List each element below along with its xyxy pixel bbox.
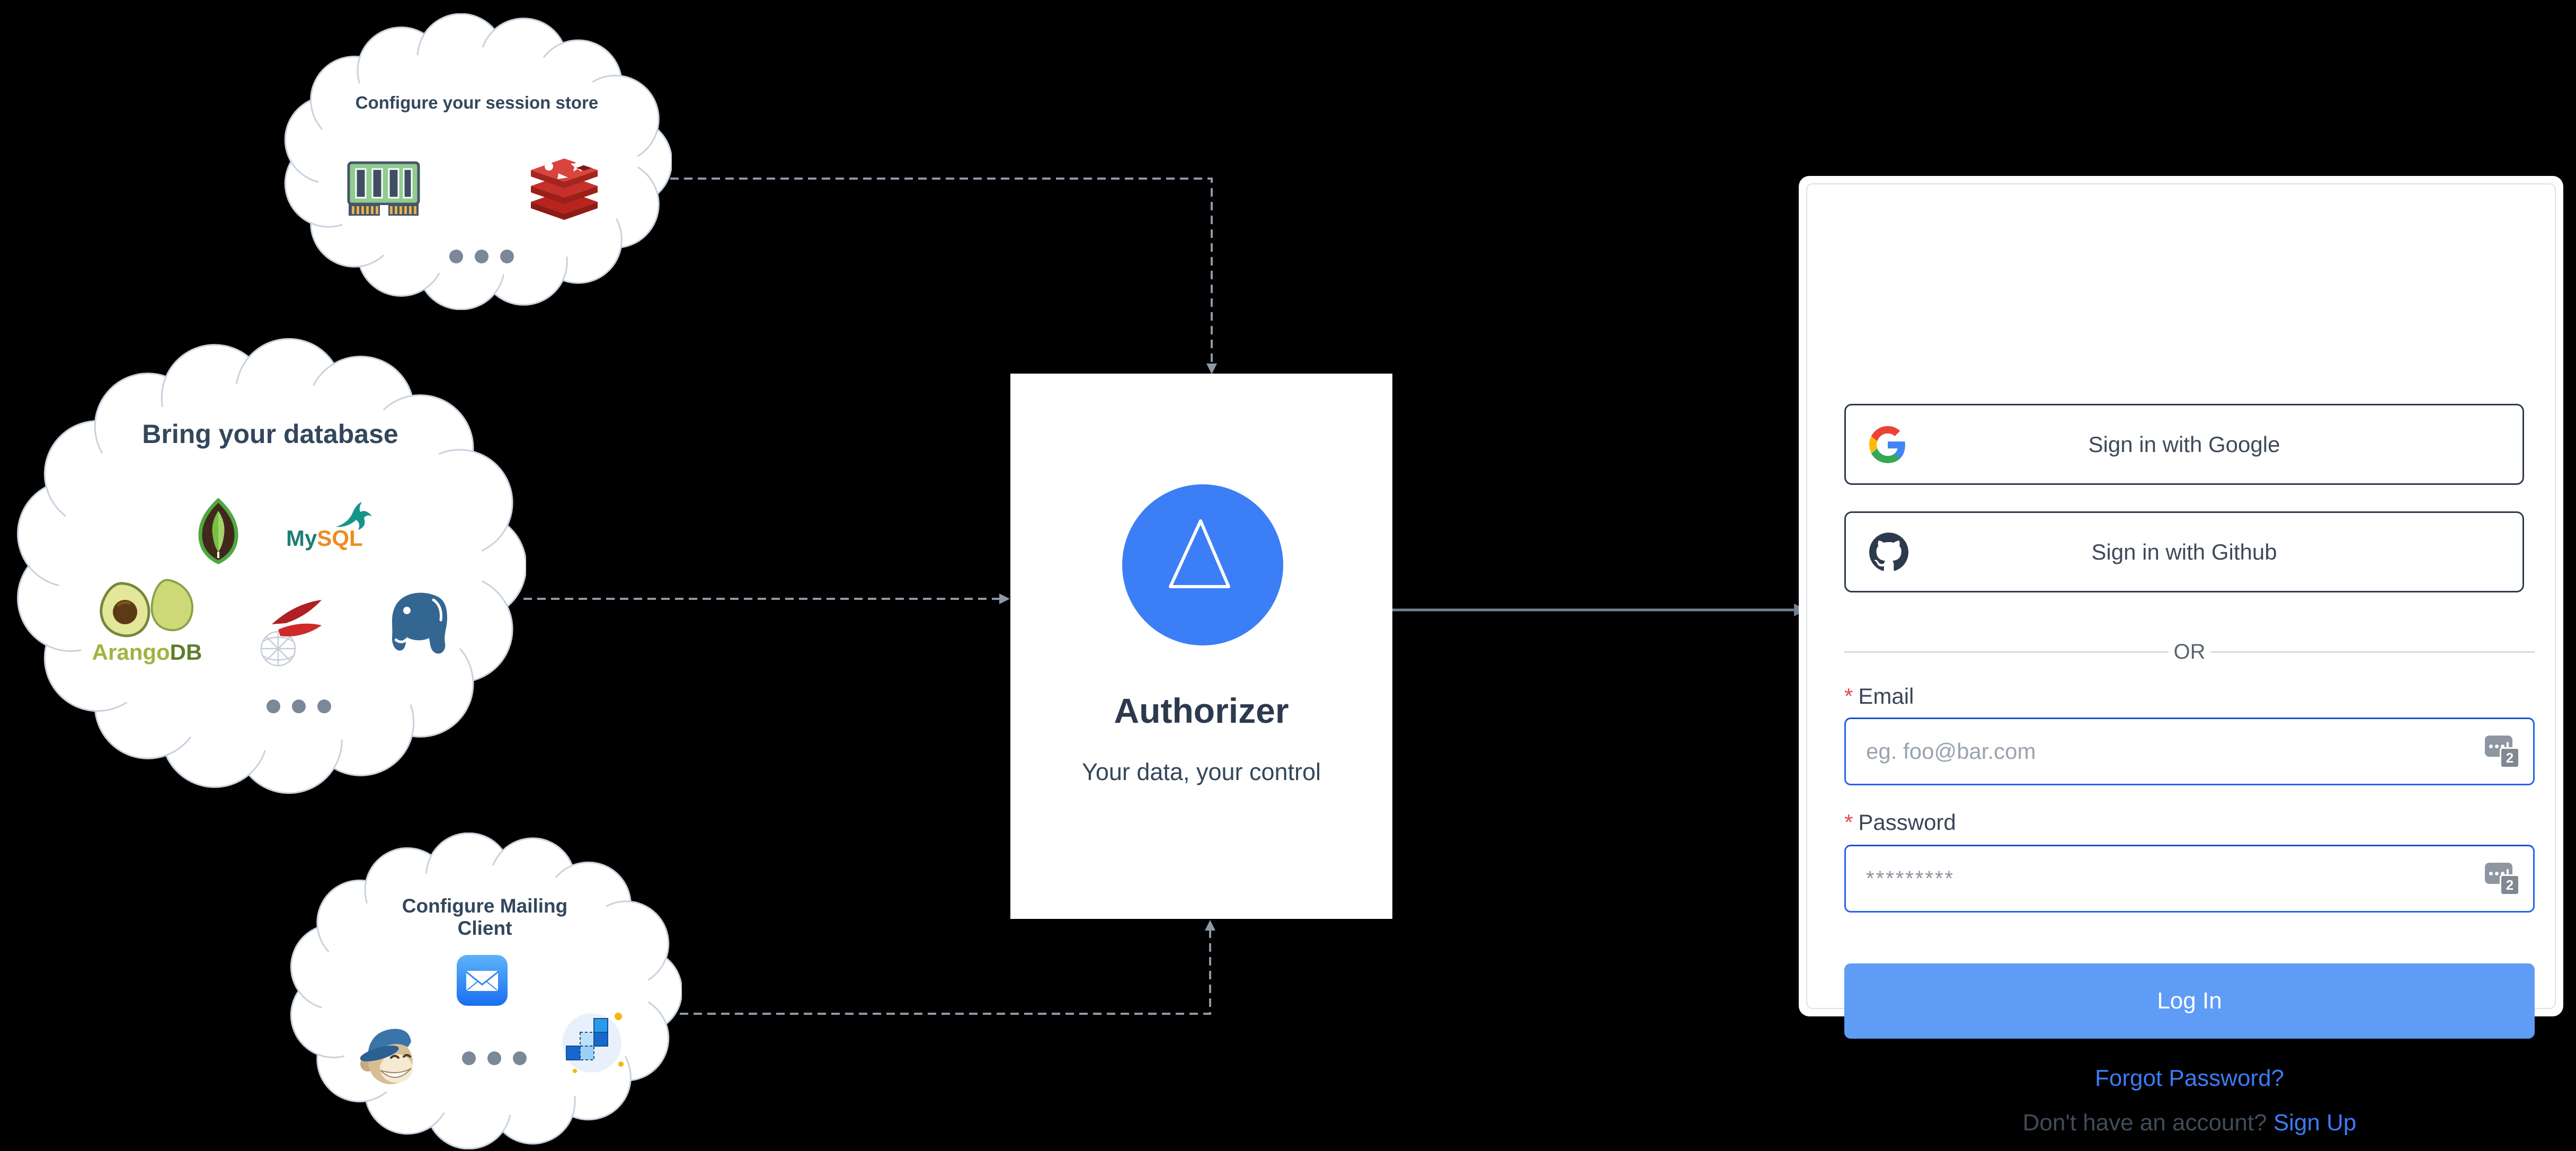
redis-icon: [531, 158, 598, 220]
extension-badge: 2: [2500, 747, 2520, 768]
required-asterisk: *: [1844, 684, 1853, 709]
google-button-label: Sign in with Google: [2088, 431, 2280, 457]
extension-badge: 2: [2500, 874, 2520, 896]
log-in-button[interactable]: Log In: [1844, 963, 2535, 1039]
arangodb-wordmark: ArangoDB: [92, 640, 202, 665]
cloud-shape: [284, 13, 672, 310]
mailing-connector: [680, 928, 1211, 1015]
database-cloud: Bring your database MySQL: [14, 338, 526, 794]
sql-server-icon: [260, 600, 322, 667]
session-store-cloud: Configure your session store: [282, 13, 672, 310]
arangodb-icon: ArangoDB: [90, 575, 204, 665]
password-input[interactable]: [1844, 845, 2535, 913]
email-input[interactable]: [1844, 718, 2535, 785]
memory-ram-icon: [347, 161, 420, 217]
session-store-cloud-title: Configure your session store: [355, 93, 599, 112]
mailing-more-dots: [462, 1051, 527, 1065]
mailing-cloud: Configure Mailing Client: [288, 833, 682, 1149]
email-label: *Email: [1844, 684, 1914, 709]
required-asterisk: *: [1844, 810, 1853, 835]
mail-app-icon: [457, 955, 508, 1006]
cloud-shape: [17, 338, 526, 794]
mailchimp-icon: [360, 1029, 413, 1084]
sign-in-with-google-button[interactable]: Sign in with Google: [1844, 404, 2524, 485]
signup-prompt: Don't have an account?: [2022, 1110, 2267, 1136]
authorizer-core-box: Authorizer Your data, your control: [1010, 374, 1392, 919]
mysql-wordmark: MySQL: [286, 526, 363, 551]
mongodb-icon: [198, 498, 238, 564]
password-manager-extension-icon[interactable]: 2: [2485, 863, 2520, 896]
divider-line: [2210, 651, 2535, 653]
sendgrid-icon: [561, 1013, 624, 1073]
database-cloud-title: Bring your database: [142, 419, 398, 449]
forgot-password-link[interactable]: Forgot Password?: [2094, 1065, 2285, 1091]
mailing-arrowhead: [1205, 920, 1215, 931]
authorizer-logo-icon: [1122, 484, 1283, 645]
session-store-arrowhead: [1206, 364, 1217, 374]
mysql-icon: MySQL: [286, 499, 376, 551]
login-card: Sign in with Google Sign in with Github …: [1799, 176, 2563, 1136]
password-manager-extension-icon[interactable]: 2: [2485, 736, 2520, 768]
session-store-connector: [670, 178, 1213, 366]
signup-row: Don't have an account? Sign Up: [1844, 1110, 2535, 1136]
github-icon: [1869, 532, 1908, 571]
database-arrowhead: [999, 594, 1010, 604]
sign-up-link[interactable]: Sign Up: [2273, 1110, 2357, 1136]
sign-in-with-github-button[interactable]: Sign in with Github: [1844, 511, 2524, 592]
google-icon: [1869, 426, 1905, 463]
or-label: OR: [2173, 640, 2206, 663]
password-label: *Password: [1844, 810, 1956, 835]
authorizer-title: Authorizer: [1114, 691, 1289, 730]
postgresql-icon: [392, 592, 447, 654]
database-more-dots: [267, 700, 331, 713]
mailing-cloud-title: Configure Mailing Client: [402, 895, 568, 939]
divider-line: [1844, 651, 2169, 653]
authorizer-subtitle: Your data, your control: [1081, 758, 1321, 785]
or-divider: OR: [1844, 640, 2535, 663]
session-store-more-dots: [449, 250, 514, 263]
github-button-label: Sign in with Github: [2091, 539, 2277, 564]
